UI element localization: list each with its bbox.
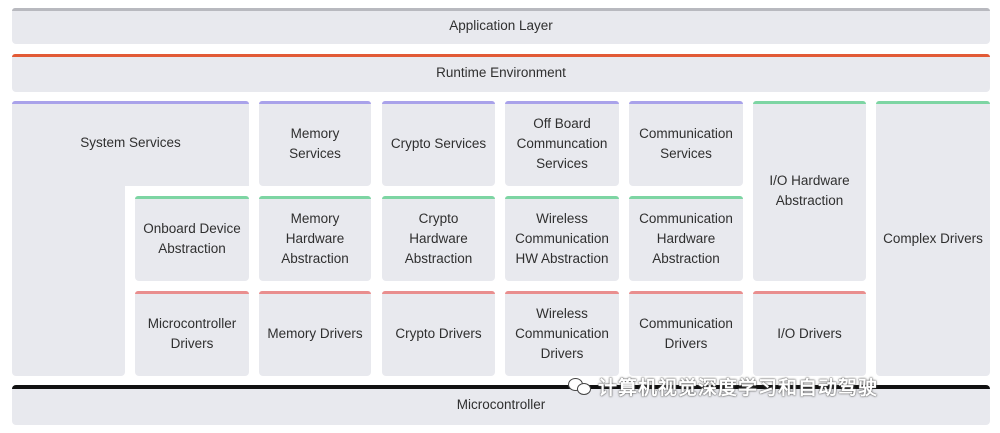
crypto-services: Crypto Services — [382, 101, 495, 186]
communication-hardware-abstraction-accent — [629, 196, 743, 199]
offboard-communication-services-accent — [505, 101, 619, 104]
communication-drivers-label: Communication Drivers — [639, 315, 733, 351]
system-services-label: System Services — [80, 135, 181, 150]
wechat-icon — [568, 376, 592, 396]
system-services: System Services — [12, 101, 249, 376]
communication-services: Communication Services — [629, 101, 743, 186]
io-hardware-abstraction-accent — [753, 101, 866, 104]
memory-services: Memory Services — [259, 101, 371, 186]
communication-services-label: Communication Services — [639, 125, 733, 161]
crypto-hardware-abstraction: Crypto Hardware Abstraction — [382, 196, 495, 281]
communication-services-accent — [629, 101, 743, 104]
memory-hardware-abstraction: Memory Hardware Abstraction — [259, 196, 371, 281]
communication-drivers-accent — [629, 291, 743, 294]
crypto-drivers: Crypto Drivers — [382, 291, 495, 376]
microcontroller-layer-accent — [12, 385, 990, 389]
system-services-column — [12, 186, 125, 376]
runtime-environment: Runtime Environment — [12, 54, 990, 92]
memory-drivers-accent — [259, 291, 371, 294]
wireless-communication-hw-abstraction: Wireless Communication HW Abstraction — [505, 196, 619, 281]
watermark-text: 计算机视觉深度学习和自动驾驶 — [598, 377, 879, 399]
complex-drivers-accent — [876, 101, 990, 104]
microcontroller-drivers: Microcontroller Drivers — [135, 291, 249, 376]
wireless-communication-hw-abstraction-accent — [505, 196, 619, 199]
microcontroller-drivers-label: Microcontroller Drivers — [147, 315, 237, 351]
onboard-device-abstraction-label: Onboard Device Abstraction — [143, 220, 241, 256]
crypto-drivers-label: Crypto Drivers — [395, 325, 482, 341]
communication-hardware-abstraction-label: Communication Hardware Abstraction — [639, 210, 733, 266]
system-services-accent — [12, 101, 249, 104]
runtime-environment-label: Runtime Environment — [436, 65, 566, 80]
crypto-drivers-accent — [382, 291, 495, 294]
memory-services-label: Memory Services — [289, 125, 341, 161]
io-drivers-accent — [753, 291, 866, 294]
system-services-top — [12, 101, 249, 186]
application-layer-accent — [12, 8, 990, 11]
complex-drivers: Complex Drivers — [876, 101, 990, 376]
memory-services-accent — [259, 101, 371, 104]
crypto-services-label: Crypto Services — [390, 135, 487, 151]
wireless-communication-drivers: Wireless Communication Drivers — [505, 291, 619, 376]
memory-drivers-label: Memory Drivers — [267, 325, 363, 341]
crypto-hardware-abstraction-accent — [382, 196, 495, 199]
io-drivers: I/O Drivers — [753, 291, 866, 376]
communication-drivers: Communication Drivers — [629, 291, 743, 376]
io-hardware-abstraction-label: I/O Hardware Abstraction — [769, 173, 850, 208]
onboard-device-abstraction: Onboard Device Abstraction — [135, 196, 249, 281]
application-layer: Application Layer — [12, 8, 990, 44]
complex-drivers-label: Complex Drivers — [883, 230, 983, 246]
watermark: 计算机视觉深度学习和自动驾驶 — [568, 372, 878, 400]
crypto-hardware-abstraction-label: Crypto Hardware Abstraction — [404, 210, 473, 266]
microcontroller-layer-label: Microcontroller — [456, 397, 546, 412]
onboard-device-abstraction-accent — [135, 196, 249, 199]
crypto-services-accent — [382, 101, 495, 104]
runtime-environment-accent — [12, 54, 990, 57]
wireless-communication-hw-abstraction-label: Wireless Communication HW Abstraction — [515, 210, 609, 266]
memory-hardware-abstraction-label: Memory Hardware Abstraction — [281, 210, 349, 266]
wireless-communication-drivers-accent — [505, 291, 619, 294]
offboard-communication-services: Off Board Communcation Services — [505, 101, 619, 186]
communication-hardware-abstraction: Communication Hardware Abstraction — [629, 196, 743, 281]
microcontroller-drivers-accent — [135, 291, 249, 294]
microcontroller-layer: Microcontroller — [12, 385, 990, 425]
memory-drivers: Memory Drivers — [259, 291, 371, 376]
io-hardware-abstraction: I/O Hardware Abstraction — [753, 101, 866, 281]
application-layer-label: Application Layer — [449, 18, 553, 33]
offboard-communication-services-label: Off Board Communcation Services — [516, 115, 608, 171]
wireless-communication-drivers-label: Wireless Communication Drivers — [515, 305, 609, 361]
io-drivers-label: I/O Drivers — [777, 325, 842, 341]
memory-hardware-abstraction-accent — [259, 196, 371, 199]
